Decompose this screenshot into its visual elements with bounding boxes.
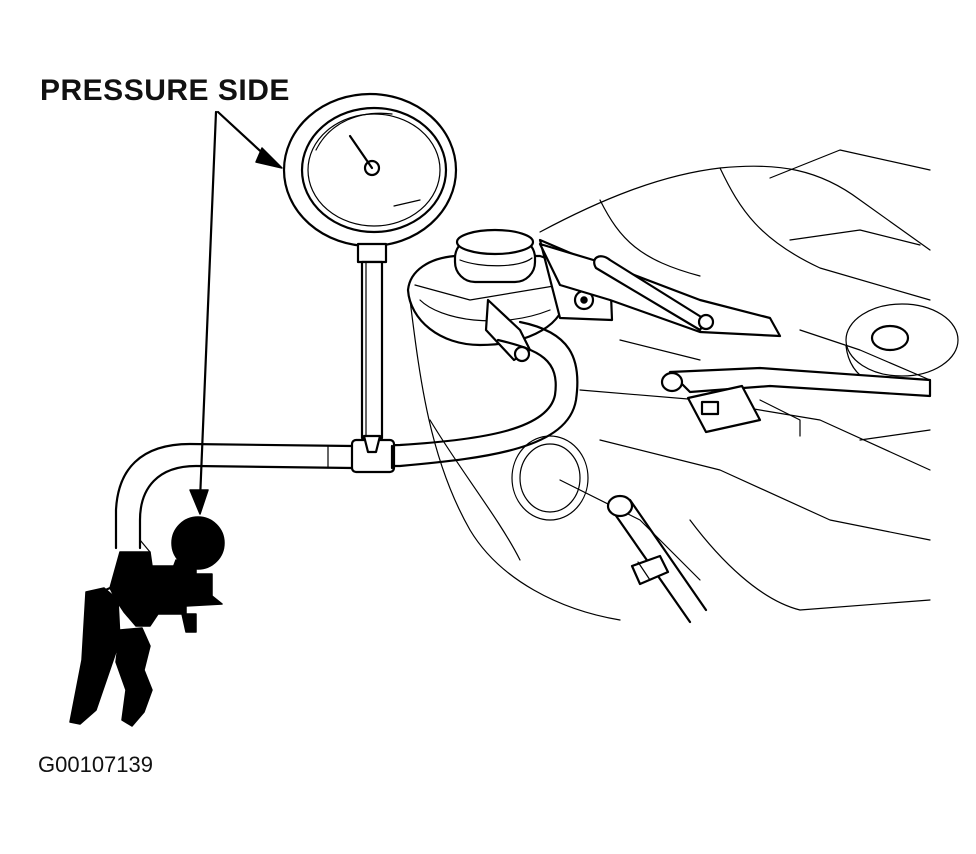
pressure-gauge [282,92,458,454]
pressure-regulator [406,228,614,363]
return-fuel-line [606,494,708,624]
callout-leaders [189,110,283,515]
fuel-hose [114,320,579,550]
fuel-rail-bracket [538,242,932,437]
hand-pump [69,516,225,727]
figure-id-label: G00107139 [38,752,153,777]
pressure-side-label: PRESSURE SIDE [40,74,290,107]
